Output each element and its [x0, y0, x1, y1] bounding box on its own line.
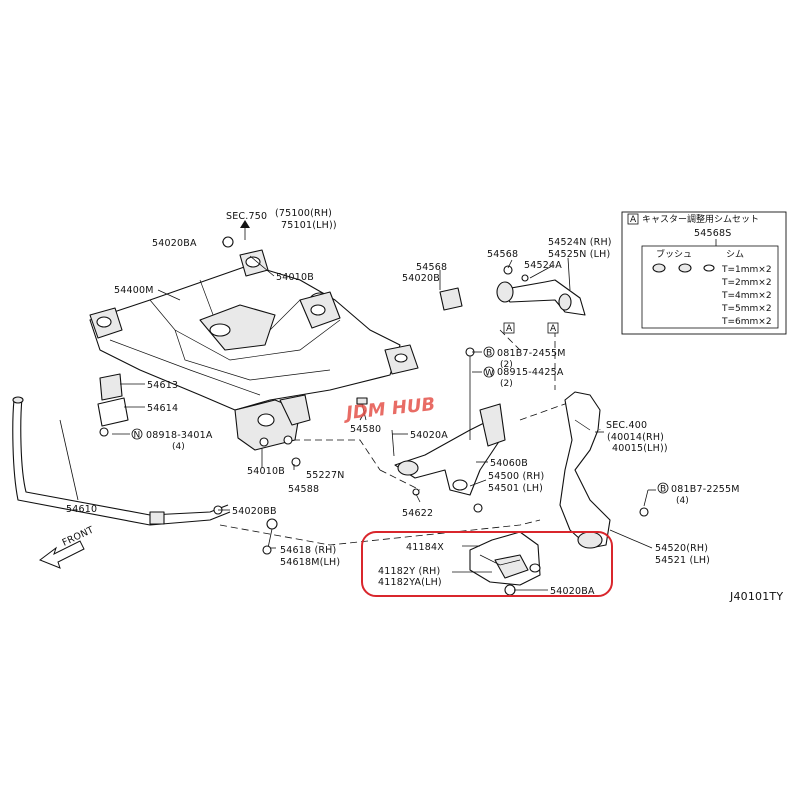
marker-a-box: [503, 322, 515, 334]
shim-set-box: A キャスター調整用シムセット 54568S ブッシュ シム T=1mm×2 T…: [621, 211, 787, 335]
label-54524A: 54524A: [524, 260, 562, 271]
front-subframe: [89, 249, 419, 451]
label-54588: 54588: [288, 484, 319, 495]
bushing-icon: [678, 263, 692, 273]
shim-box-title: キャスター調整用シムセット: [642, 213, 759, 225]
label-54521: 54521 (LH): [655, 555, 710, 566]
label-54020A: 54020A: [410, 430, 448, 441]
label-55227N: 55227N: [306, 470, 345, 481]
sec750-lh: 75101(LH)): [281, 220, 337, 231]
label-08918-qty: (4): [172, 442, 185, 452]
highlight-frame: [361, 531, 613, 597]
marker-w-circle: [483, 366, 495, 378]
shim-col-bush: ブッシュ: [656, 248, 692, 260]
label-54010B-top: 54010B: [276, 272, 314, 283]
watermark-text: JDM HUB: [342, 394, 436, 425]
marker-n: N: [134, 431, 141, 441]
lower-link: [394, 347, 506, 513]
sec750-rh: (75100(RH): [275, 208, 332, 219]
stabilizer-bushing: [97, 373, 129, 437]
label-54400M: 54400M: [114, 285, 154, 296]
label-54520: 54520(RH): [655, 543, 708, 554]
label-08918: 08918-3401A: [146, 430, 213, 441]
shim-icon: [703, 264, 715, 272]
leader-lines: [59, 241, 656, 591]
bushing-icon: [652, 263, 666, 273]
label-081B7-right-qty: (4): [676, 496, 689, 506]
label-54525N: 54525N (LH): [548, 249, 610, 260]
watermark: JDM HUB: [342, 394, 436, 425]
label-54610: 54610: [66, 504, 97, 515]
shim-box-part: 54568S: [694, 228, 731, 239]
sec750-arrow: [240, 220, 250, 240]
label-54524N: 54524N (RH): [548, 237, 612, 248]
label-54060B: 54060B: [490, 458, 528, 469]
marker-n-circle: [131, 428, 143, 440]
marker-w: W: [485, 369, 494, 379]
marker-a-2: A: [550, 324, 557, 334]
shim-col-shim: シム: [726, 249, 744, 260]
label-54020BA-top: 54020BA: [152, 238, 197, 249]
marker-a-box: [627, 213, 639, 225]
sec400-title: SEC.400: [606, 420, 647, 431]
marker-b-right: B: [660, 485, 666, 495]
marker-a-box: [547, 322, 559, 334]
part-labels: SEC.750 (75100(RH) 75101(LH)) 54020BA 54…: [61, 208, 784, 603]
label-54010B-bot: 54010B: [247, 466, 285, 477]
label-54614: 54614: [147, 403, 178, 414]
label-54020BA-bot: 54020BA: [550, 586, 595, 597]
shim-size-1: T=1mm×2: [721, 265, 772, 275]
label-54020B: 54020B: [402, 273, 440, 284]
marker-a-1: A: [506, 324, 513, 334]
diagram-id: J40101TY: [729, 590, 783, 603]
label-081B7-top: 081B7-2455M: [497, 348, 566, 359]
marker-b-circle: [483, 346, 495, 358]
label-54501: 54501 (LH): [488, 483, 543, 494]
label-54020BB: 54020BB: [232, 506, 277, 517]
label-54613: 54613: [147, 380, 178, 391]
sec400-rh: (40014(RH): [607, 432, 664, 443]
steering-knuckle: [559, 391, 649, 549]
shim-size-3: T=4mm×2: [721, 291, 772, 301]
stabilizer-link: [213, 505, 278, 555]
upper-link: [439, 265, 586, 316]
stabilizer-bar: [12, 396, 231, 526]
label-54618-lh: 54618M(LH): [280, 557, 340, 568]
shim-size-2: T=2mm×2: [721, 278, 772, 288]
label-54622: 54622: [402, 508, 433, 519]
label-081B7-top-qty: (2): [500, 360, 513, 370]
label-081B7-right: 081B7-2255M: [671, 484, 740, 495]
bolt: [259, 397, 395, 467]
shim-size-5: T=6mm×2: [721, 317, 772, 327]
label-54500: 54500 (RH): [488, 471, 544, 482]
label-54568-a: 54568: [416, 262, 447, 273]
label-41182Y: 41182Y (RH): [378, 566, 440, 577]
label-54580: 54580: [350, 424, 381, 435]
label-08915-qty: (2): [500, 379, 513, 389]
label-41184X: 41184X: [406, 542, 444, 553]
label-54568-b: 54568: [487, 249, 518, 260]
tension-rod-bracket: [469, 531, 541, 596]
marker-b-circle: [657, 482, 669, 494]
shim-size-4: T=5mm×2: [721, 304, 772, 314]
label-54618-rh: 54618 (RH): [280, 545, 336, 556]
label-08915: 08915-4425A: [497, 367, 564, 378]
front-arrow-icon: [38, 540, 85, 569]
label-41182YA: 41182YA(LH): [378, 577, 442, 588]
marker-b: B: [486, 349, 492, 359]
sec750-title: SEC.750: [226, 211, 267, 222]
shim-box-marker: A: [630, 215, 637, 225]
nut-icon: [222, 236, 234, 248]
sec400-lh: 40015(LH)): [612, 443, 668, 454]
